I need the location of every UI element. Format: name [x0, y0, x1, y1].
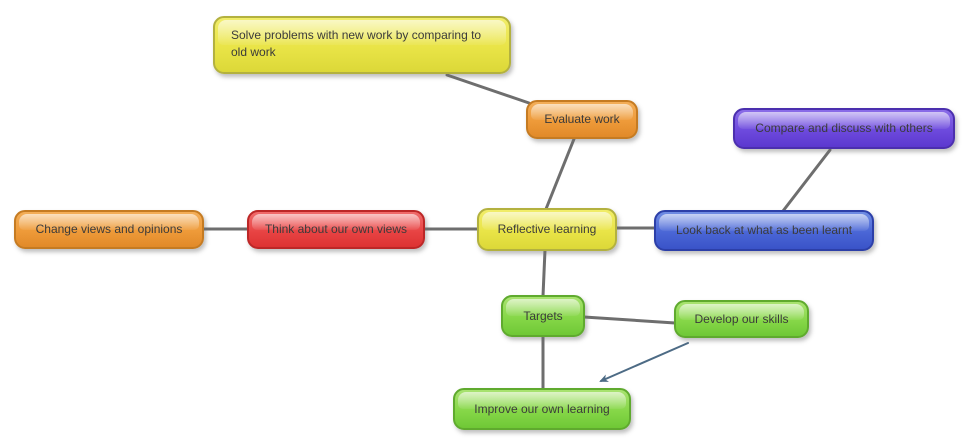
node-label: Change views and opinions [35, 222, 183, 237]
connector-solve-problems-to-evaluate-work [445, 73, 531, 105]
node-label: Think about our own views [264, 222, 408, 237]
node-think-own-views[interactable]: Think about our own views [247, 210, 425, 249]
node-improve-learning[interactable]: Improve our own learning [453, 388, 631, 430]
node-change-views[interactable]: Change views and opinions [14, 210, 204, 249]
connector-reflective-learning-to-targets [541, 248, 547, 298]
node-evaluate-work[interactable]: Evaluate work [526, 100, 638, 139]
node-reflective-learning[interactable]: Reflective learning [477, 208, 617, 251]
connector-compare-discuss-to-look-back [781, 148, 832, 213]
connector-evaluate-work-to-reflective-learning [544, 137, 576, 211]
node-targets[interactable]: Targets [501, 295, 585, 337]
node-look-back[interactable]: Look back at what as been learnt [654, 210, 874, 251]
node-label: Evaluate work [544, 112, 620, 127]
node-label: Look back at what as been learnt [675, 223, 853, 238]
node-label: Targets [523, 308, 563, 323]
connector-develop-skills-to-improve-learning [599, 342, 689, 382]
connector-targets-to-develop-skills [582, 315, 677, 325]
node-label: Develop our skills [694, 311, 789, 326]
node-solve-problems[interactable]: Solve problems with new work by comparin… [213, 16, 511, 74]
node-label: Compare and discuss with others [755, 121, 933, 136]
node-label: Solve problems with new work by comparin… [231, 28, 482, 59]
node-label: Improve our own learning [474, 401, 610, 416]
node-compare-discuss[interactable]: Compare and discuss with others [733, 108, 955, 149]
node-label: Reflective learning [497, 222, 597, 237]
node-develop-skills[interactable]: Develop our skills [674, 300, 809, 338]
